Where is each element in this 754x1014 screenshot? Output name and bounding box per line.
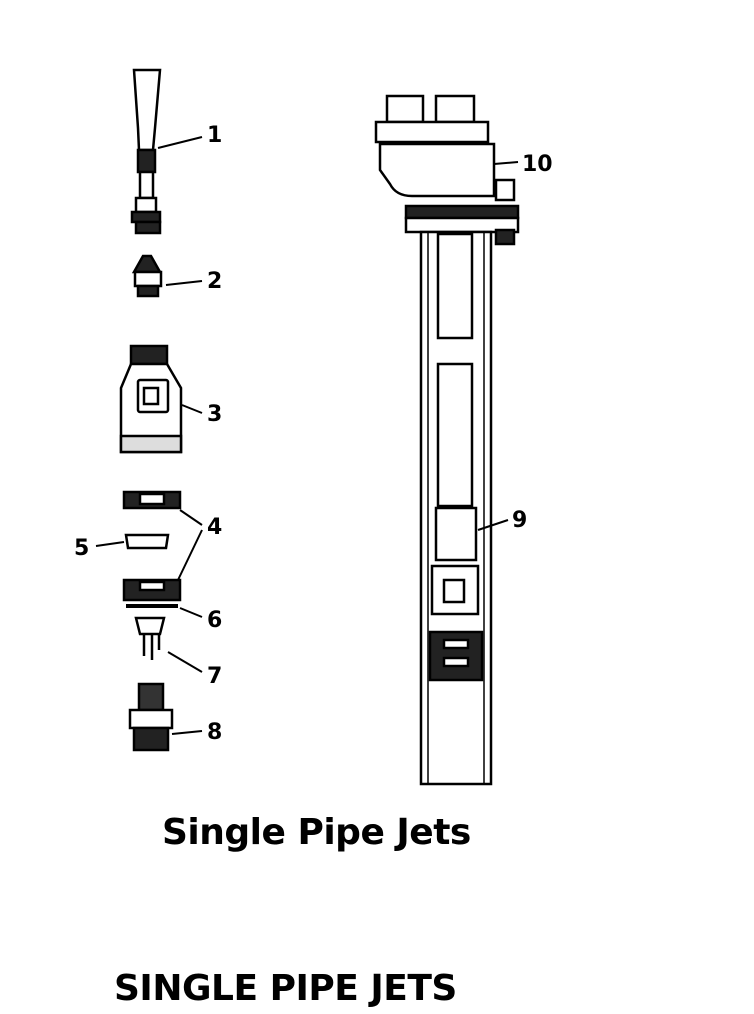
callout-5: 5 xyxy=(74,536,89,561)
part-9-pipe-assembly xyxy=(419,230,493,786)
callout-1: 1 xyxy=(207,123,222,148)
diagram-footer-title: SINGLE PIPE JETS xyxy=(114,968,457,1009)
part-5-seal xyxy=(124,533,170,550)
part-1-venturi-tube xyxy=(130,68,162,235)
diagram-title: Single Pipe Jets xyxy=(162,812,471,853)
part-10-well-head xyxy=(374,94,520,246)
part-3-jet-body xyxy=(119,344,183,454)
callout-7: 7 xyxy=(207,664,222,689)
callout-10: 10 xyxy=(522,152,553,177)
callout-2: 2 xyxy=(207,269,222,294)
part-7-fork xyxy=(134,616,166,660)
callout-3: 3 xyxy=(207,402,222,427)
callout-6: 6 xyxy=(207,608,222,633)
part-8-fitting xyxy=(128,682,174,752)
part-2-nozzle xyxy=(131,254,163,298)
part-6-washer xyxy=(126,604,178,608)
callout-4: 4 xyxy=(207,515,222,540)
callout-9: 9 xyxy=(512,508,527,533)
callout-8: 8 xyxy=(207,720,222,745)
callout-leaders xyxy=(95,136,519,735)
part-4-coupling-lower xyxy=(122,578,182,602)
part-4-coupling-upper xyxy=(122,490,182,510)
